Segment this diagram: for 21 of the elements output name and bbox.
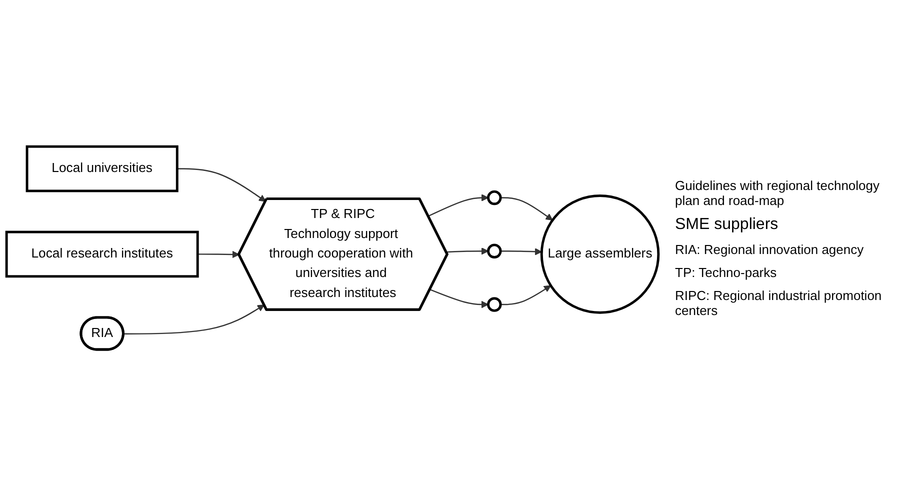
note-text: Guidelines with regional technology plan and road-map bbox=[675, 178, 881, 208]
abbreviation-note: RIA: Regional innovation agency bbox=[675, 242, 865, 257]
group-label: SME suppliers bbox=[675, 216, 780, 234]
arrow bbox=[500, 248, 542, 256]
node-box bbox=[26, 145, 178, 192]
node-circle bbox=[487, 297, 502, 312]
arrow bbox=[500, 285, 552, 306]
arrow bbox=[198, 250, 240, 258]
node-circle bbox=[540, 194, 660, 314]
flowchart: Local universities Local research institutes RIA TP & RIPC Technology support through cooperation with universities and research institutes Large assemblers bbox=[0, 140, 665, 356]
node-box bbox=[5, 230, 199, 278]
arrow bbox=[500, 197, 553, 220]
arrow bbox=[430, 288, 489, 308]
arrow bbox=[446, 247, 489, 255]
abbreviation-note: RIPC: Regional industrial promotion centers bbox=[675, 288, 883, 318]
arrow bbox=[177, 168, 266, 202]
node-circle bbox=[487, 244, 502, 258]
arrow bbox=[124, 304, 265, 334]
node-circle bbox=[487, 190, 502, 206]
arrow bbox=[428, 194, 489, 217]
abbreviation-note: TP: Techno-parks bbox=[675, 265, 778, 280]
